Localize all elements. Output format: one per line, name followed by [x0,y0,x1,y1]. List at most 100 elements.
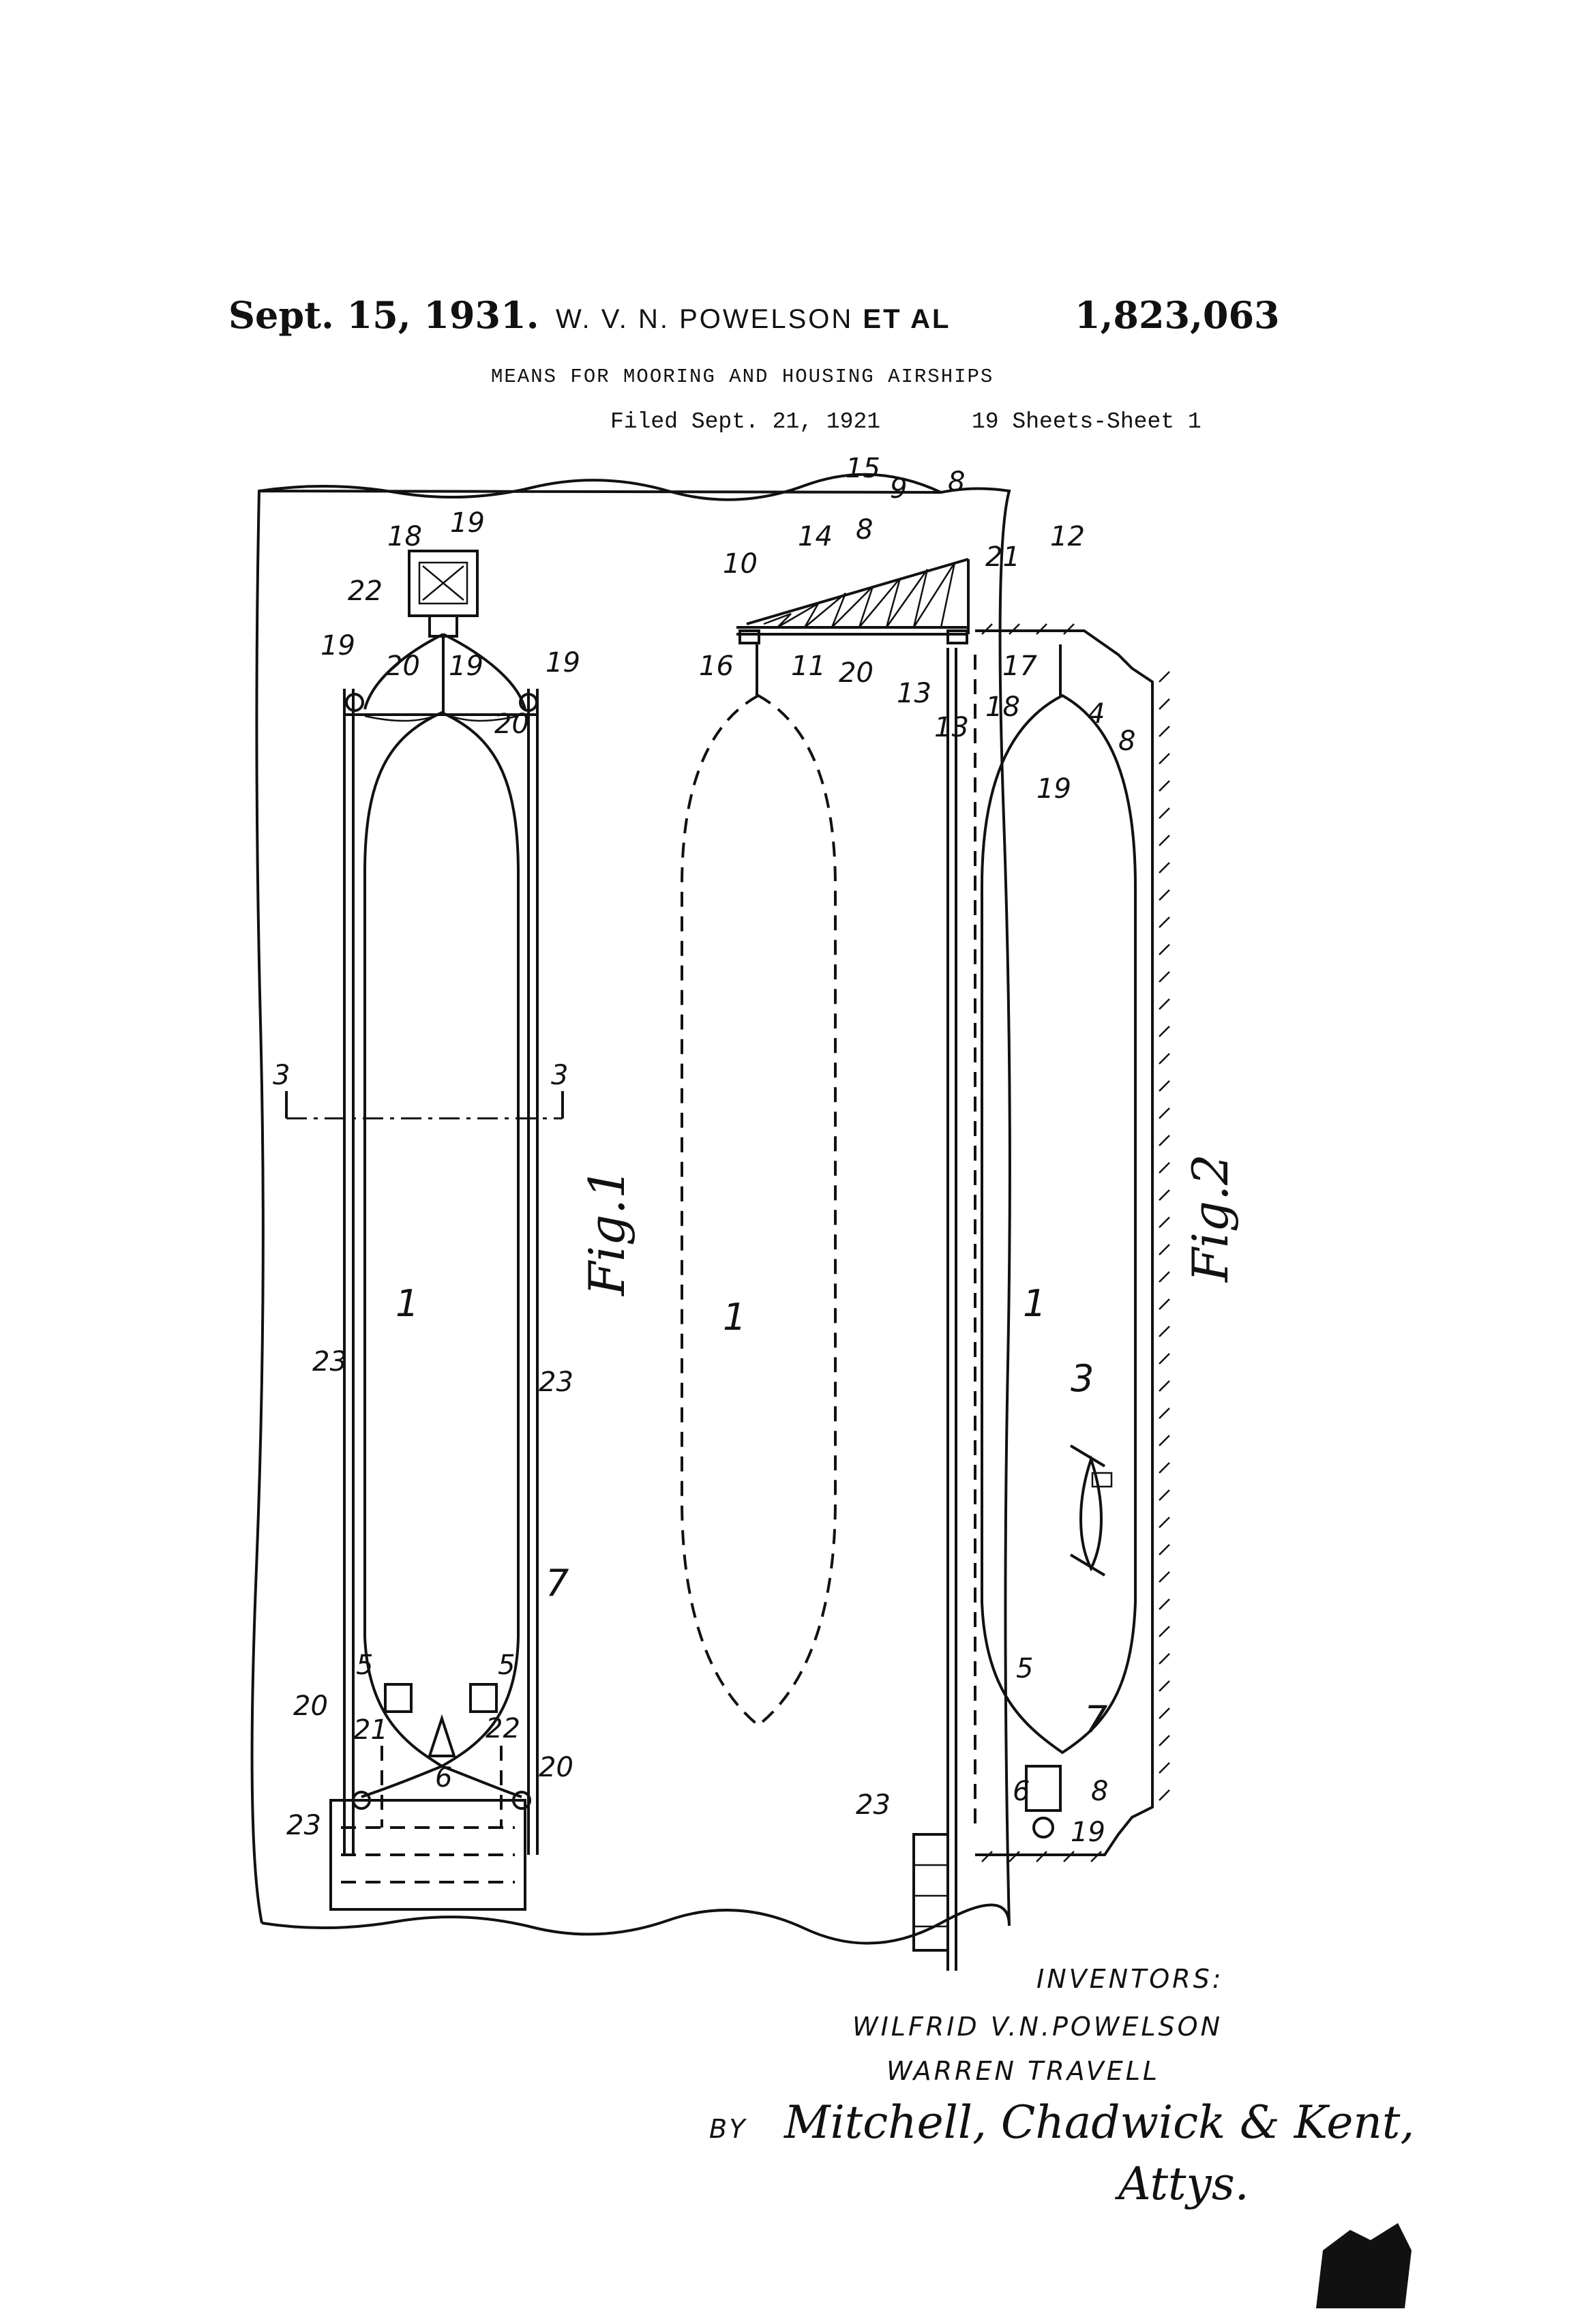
fig2-elevation-view: 10 14 15 9 8 8 21 12 16 11 20 13 13 18 1… [681,453,1239,1971]
fig1-ref-7: 7 [546,1562,569,1605]
fig2-ref-4: 4 [1088,698,1105,730]
fig2-ref-20: 19 [1036,773,1071,805]
fig2-ref-1-dashed: 1 [723,1296,746,1339]
fig2-airship-dashed [681,694,837,1727]
fig1-stern-cable-left [361,1765,443,1798]
by-label: BY [709,2114,748,2144]
fig2-ref-10: 8 [948,466,965,498]
patent-title: MEANS FOR MOORING AND HOUSING AIRSHIPS [491,366,994,388]
fig1-mast-brace [422,565,464,601]
fig1-winch-top-left [345,693,364,712]
fig1-ref-1: 1 [395,1282,419,1325]
inventor-suffix: ET AL [863,304,951,334]
fig1-shed [329,1799,526,1911]
fig1-cable-20-left [364,711,443,722]
fig2-ref-12: 10 [723,548,758,580]
fig2-tower-slant [746,558,969,625]
inventors-heading: INVENTORS: [1036,1964,1224,1994]
attorneys-signature: Mitchell, Chadwick & Kent, [783,2096,1414,2149]
fig2-ref-3: 3 [1071,1357,1094,1400]
fig1-mast-base [428,614,458,638]
fig1-ref-21: 22 [348,576,383,607]
fig1-ref-5-right: 5 [498,1650,515,1681]
patent-date: Sept. 15, 1931. [228,293,539,337]
fig2-tower-trolley [738,629,760,644]
fig2-ref-9: 8 [856,514,873,546]
fig1-ref-6: 6 [435,1762,452,1793]
inventor-2-name: WARREN TRAVELL [886,2056,1160,2086]
fig2-ref-13-left: 11 [791,651,826,682]
fig2-airship-hull [981,694,1137,1755]
inventor-header: W. V. N. POWELSON ET AL [556,304,951,335]
fig2-pit-outline [975,629,1154,1856]
fig1-ref-19-br: 20 [539,1752,573,1783]
fig1-hidden-hull [380,1746,503,1828]
fig2-propeller [1069,1444,1106,1468]
fig1-ref-22-right: 23 [539,1367,573,1398]
fig1-section-mark-left: 3 [273,1060,290,1091]
fig2-ref-23: 23 [856,1789,891,1821]
fig2-gondola [1079,1455,1103,1572]
fig1-cable-left [363,633,444,710]
fig1-ref-22-left: 23 [312,1346,347,1377]
fig2-ref-8-top: 8 [1118,726,1135,757]
fig1-ref-20-tr: 20 [494,709,529,740]
fig1-ref-18: 19 [449,651,483,682]
fig2-ref-19-top: 18 [985,691,1020,723]
fig2-ref-21-mid: 20 [839,657,874,689]
fig1-car-right [469,1683,498,1713]
fig2-pit-hatching [981,623,1170,1862]
fig2-ref-21-top: 21 [985,541,1020,573]
signature-block: INVENTORS: WILFRID V.N.POWELSON WARREN T… [709,1964,1414,2210]
fig1-winch-top-right [519,693,538,712]
fig1-airship-hull [363,711,520,1768]
fig2-ref-5: 5 [1016,1653,1033,1684]
fig1-mast-inner [418,561,468,605]
fig1-label: Fig.1 [578,1167,636,1297]
fig1-ref-20-tl: 20 [385,651,420,682]
fig2-stern-car [1025,1765,1062,1812]
attorneys-suffix: Attys. [1114,2158,1249,2210]
fig2-ref-1-solid: 1 [1023,1282,1046,1325]
fig2-ref-19-bottom: 19 [1071,1817,1105,1848]
fig2-shed [912,1833,949,1952]
fig2-winch-19 [1032,1817,1054,1838]
fig2-ref-7: 7 [1084,1698,1107,1741]
fig2-ref-16: 13 [897,678,931,709]
fig2-ref-11: 9 [890,473,907,505]
fig2-tower-truss [763,562,956,629]
scan-smudge [1316,2223,1412,2308]
fig1-ref-20-bl: 21 [353,1714,388,1746]
fig2-ref-8-bottom: 8 [1091,1776,1108,1807]
inventor-1-name: WILFRID V.N.POWELSON [852,2012,1223,2042]
fig1-car-left [384,1683,413,1713]
fig1-ref-19-tl: 19 [320,630,355,661]
patent-number: 1,823,063 [1075,293,1280,337]
fig1-stern-cable-right [441,1765,522,1798]
fig2-gondola-window [1091,1472,1113,1488]
sheet-count: 19 Sheets-Sheet 1 [972,409,1202,434]
fig1-ref-10: 19 [450,507,485,539]
fig1-ref-23: 23 [286,1810,321,1841]
fig1-plan-view: 19 18 22 19 20 19 19 20 3 3 1 23 23 7 5 … [250,473,1011,1945]
fig2-tower-trolley-2 [946,629,968,644]
fig1-section-mark-right: 3 [551,1060,568,1091]
fig2-ref-18-right: 17 [1002,651,1037,682]
fig1-field-border [250,473,1011,1945]
fig1-ref-19-tr: 19 [546,647,580,679]
fig2-ref-14: 13 [934,712,969,743]
fig2-ref-6: 6 [1013,1776,1030,1807]
fig1-ref-19-bl: 20 [293,1690,328,1722]
fig1-ref-9: 18 [387,521,422,552]
fig2-ref-18-left: 16 [699,651,734,682]
fig1-tail-fin [428,1714,456,1757]
fig2-ref-13-right: 12 [1050,521,1085,552]
fig2-ref-17: 15 [846,453,880,484]
fig2-propeller-2 [1069,1553,1106,1577]
fig2-ref-15: 14 [798,521,833,552]
fig1-ref-20-br: 22 [486,1713,520,1744]
fig1-ref-5-left: 5 [356,1650,373,1681]
filed-date: Filed Sept. 21, 1921 [610,409,881,434]
